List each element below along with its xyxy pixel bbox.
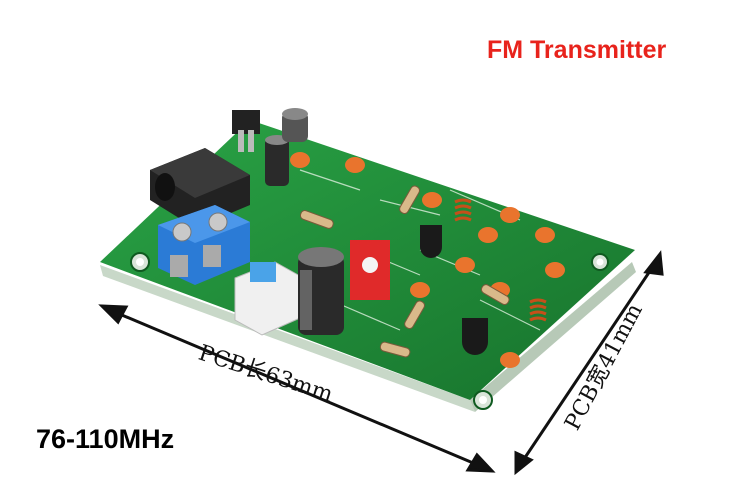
capacitor-small <box>265 138 289 186</box>
transistor <box>420 225 442 258</box>
width-arrow <box>518 261 658 466</box>
pcb-board-edge <box>100 265 475 412</box>
product-title: FM Transmitter <box>487 36 667 64</box>
length-arrow <box>109 308 486 470</box>
frequency-range: 76-110MHz <box>36 424 175 454</box>
microphone <box>282 112 308 142</box>
